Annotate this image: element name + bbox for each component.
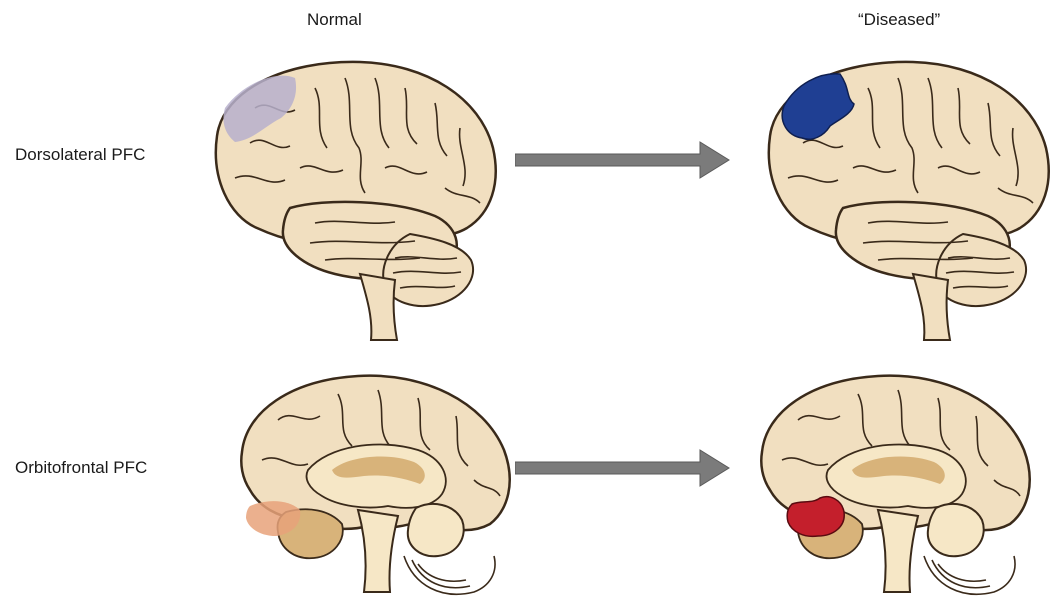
column-label-diseased: “Diseased” (858, 10, 940, 30)
brain-lateral-normal (195, 48, 505, 343)
arrow-dorsolateral (515, 140, 730, 180)
brain-lateral-diseased (748, 48, 1058, 343)
column-label-normal: Normal (307, 10, 362, 30)
brain-medial-diseased (748, 360, 1038, 610)
row-label-dorsolateral: Dorsolateral PFC (15, 145, 145, 165)
arrow-orbitofrontal (515, 448, 730, 488)
row-label-orbitofrontal: Orbitofrontal PFC (15, 458, 147, 478)
brain-medial-normal (228, 360, 518, 610)
